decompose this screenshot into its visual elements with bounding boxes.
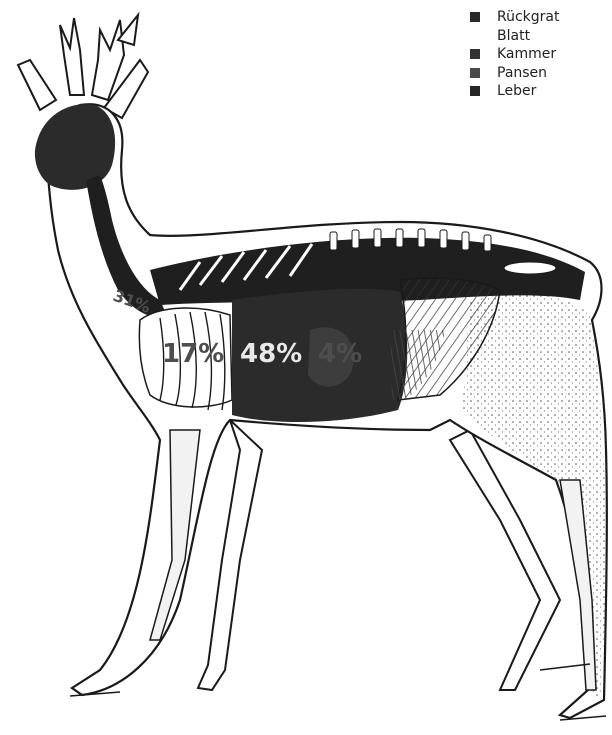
head-region [35, 104, 115, 190]
kammer-percentage-label: 48% [240, 339, 302, 369]
legend-swatch-kammer [470, 49, 480, 59]
pansen-percentage-label: 4% [318, 339, 362, 369]
legend-swatch-pansen [470, 68, 480, 78]
legend-swatch-rueckgrat [470, 12, 480, 22]
legend-item-kammer: Kammer [470, 45, 560, 64]
legend-label-leber: Leber [497, 82, 536, 100]
legend-item-leber: Leber [470, 82, 560, 101]
legend-label-rueckgrat: Rückgrat [497, 8, 560, 26]
ground-lines [70, 664, 606, 720]
legend-label-kammer: Kammer [497, 45, 556, 63]
legend-item-rueckgrat: Rückgrat [470, 8, 560, 27]
blatt-percentage-label: 17% [162, 339, 224, 369]
legend-swatch-leber [470, 86, 480, 96]
legend: Rückgrat Blatt Kammer Pansen Leber [470, 8, 560, 101]
legend-label-blatt: Blatt [497, 27, 530, 45]
legend-swatch-blatt [470, 31, 480, 41]
legend-item-blatt: Blatt [470, 27, 560, 46]
legend-item-pansen: Pansen [470, 64, 560, 83]
legend-label-pansen: Pansen [497, 64, 547, 82]
